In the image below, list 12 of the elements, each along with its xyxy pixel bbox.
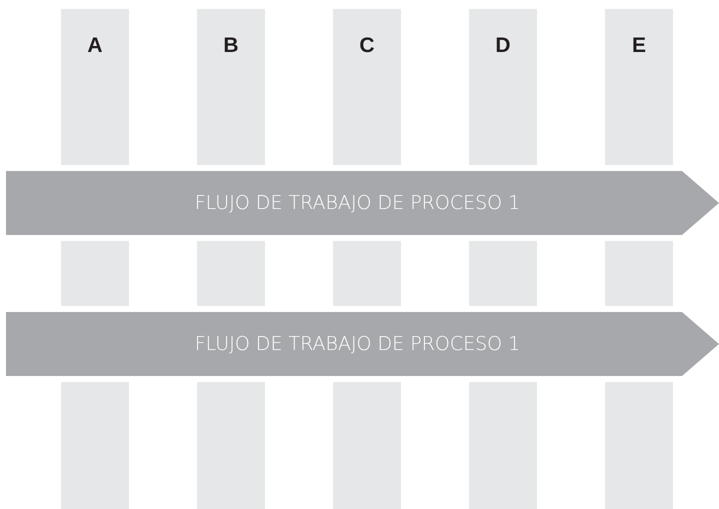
process-label: FLUJO DE TRABAJO DE PROCESO 1 (194, 333, 520, 355)
column-heading: A (87, 34, 103, 59)
swimlane-column (469, 9, 537, 165)
column-heading: C (359, 34, 375, 59)
column-heading: E (632, 34, 646, 59)
column-heading: D (495, 34, 511, 59)
swimlane-column (61, 9, 129, 165)
swimlane-column (605, 9, 673, 165)
column-heading: B (223, 34, 239, 59)
swimlane-column (197, 9, 265, 165)
swimlane-column (333, 9, 401, 165)
process-label: FLUJO DE TRABAJO DE PROCESO 1 (194, 192, 520, 214)
